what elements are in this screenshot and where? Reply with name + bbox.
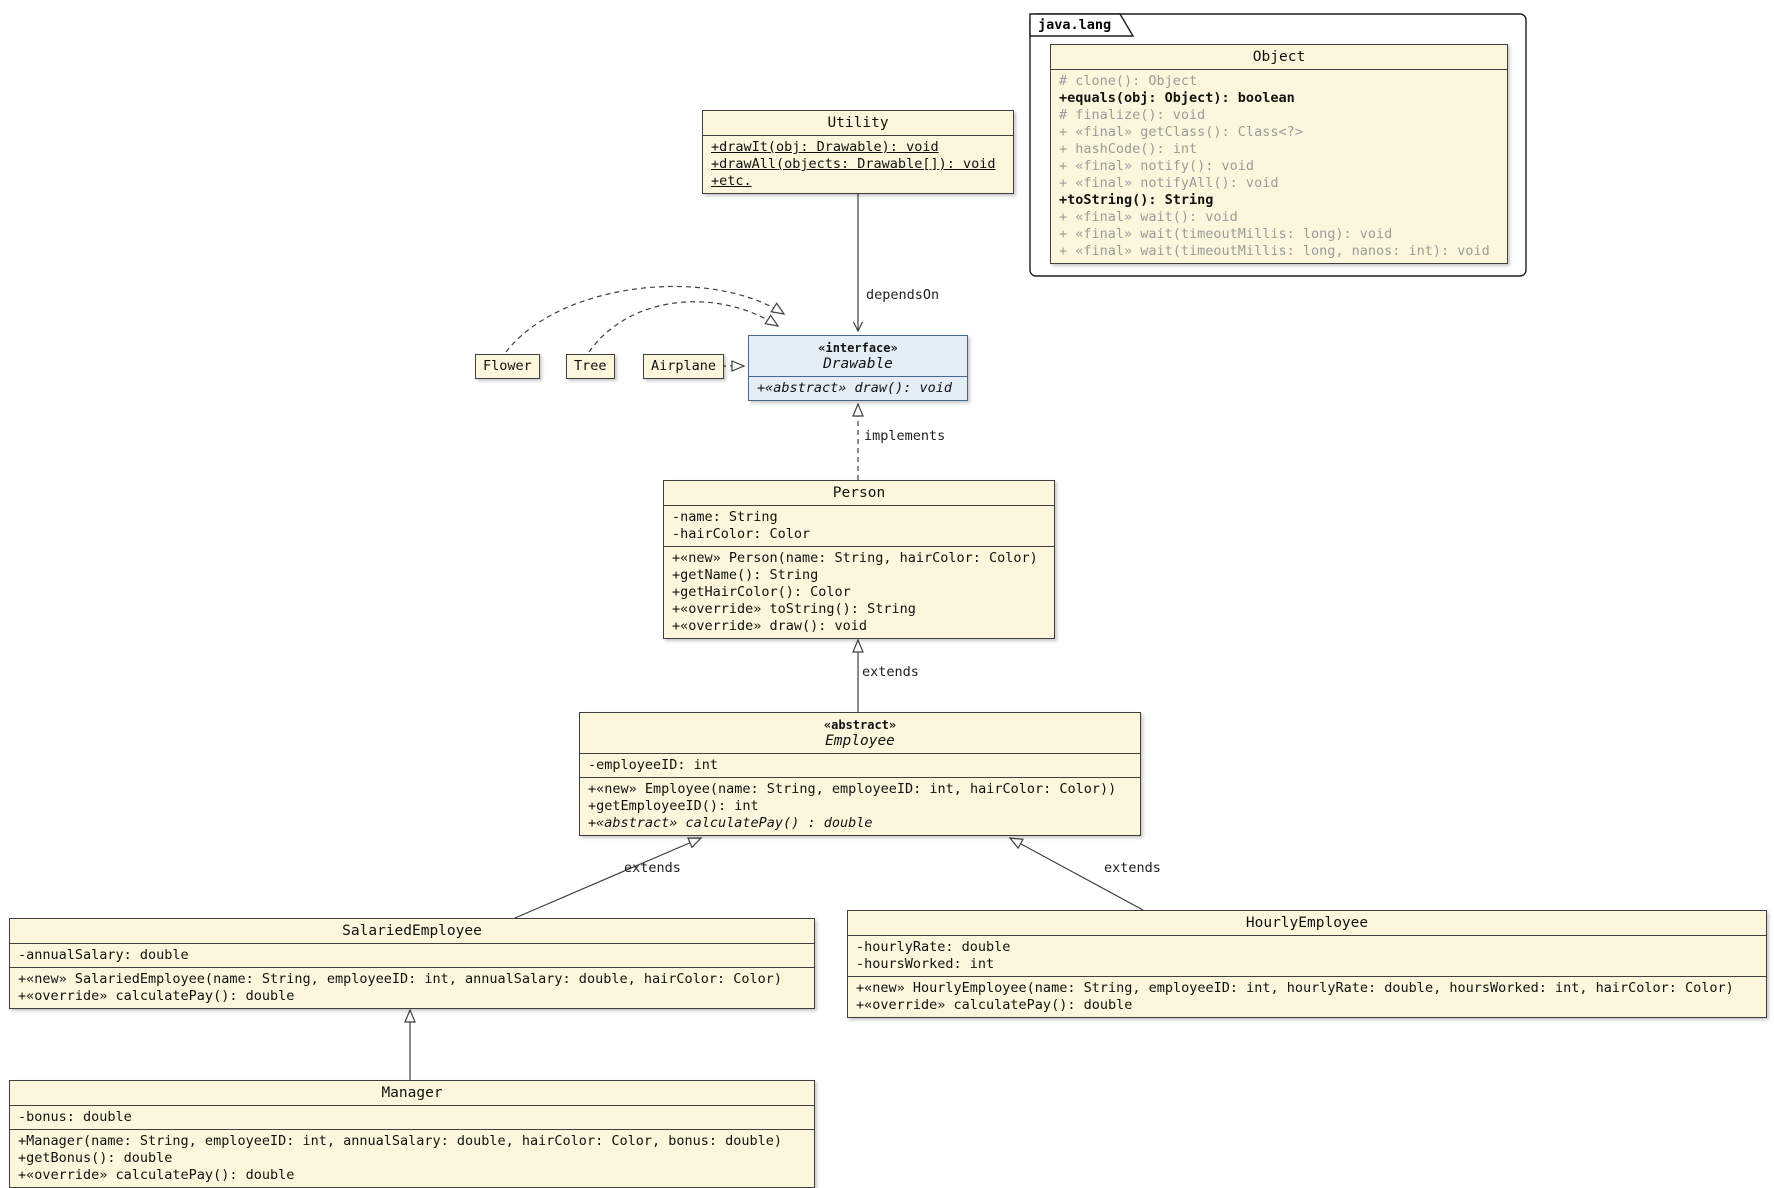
- methods-compartment: +«new» SalariedEmployee(name: String, em…: [10, 967, 814, 1008]
- class-utility: Utility +drawIt(obj: Drawable): void +dr…: [702, 110, 1014, 194]
- member-line: +«new» Employee(name: String, employeeID…: [588, 781, 1117, 797]
- edge-label-depends-on: dependsOn: [866, 287, 940, 303]
- methods-compartment: +Manager(name: String, employeeID: int, …: [10, 1129, 814, 1187]
- member-line: + «final» wait(timeoutMillis: long): voi…: [1059, 226, 1393, 242]
- member-line: +«override» toString(): String: [672, 601, 916, 617]
- member-line: -hairColor: Color: [672, 526, 811, 542]
- member-line: # clone(): Object: [1059, 73, 1198, 89]
- methods-compartment: +«new» Employee(name: String, employeeID…: [580, 777, 1140, 835]
- member-line: + «final» getClass(): Class<?>: [1059, 124, 1303, 140]
- member-line: +«abstract» calculatePay() : double: [588, 815, 873, 831]
- attributes-compartment: -hourlyRate: double -hoursWorked: int: [848, 935, 1766, 976]
- stereotype-label: «interface»: [818, 341, 898, 355]
- attributes-compartment: -annualSalary: double: [10, 943, 814, 967]
- member-line: + «final» notifyAll(): void: [1059, 175, 1279, 191]
- class-hourly-employee: HourlyEmployee -hourlyRate: double -hour…: [847, 910, 1767, 1018]
- package-frame: [1029, 13, 1527, 277]
- member-line: +etc.: [711, 173, 752, 189]
- edge-label-implements: implements: [864, 428, 946, 444]
- realization-flower-drawable: [505, 285, 786, 353]
- methods-compartment: # clone(): Object +equals(obj: Object): …: [1051, 69, 1507, 263]
- member-line: +«new» Person(name: String, hairColor: C…: [672, 550, 1038, 566]
- member-line: +«override» draw(): void: [672, 618, 868, 634]
- member-line: -bonus: double: [18, 1109, 132, 1125]
- edge-label-extends-employee: extends: [862, 664, 919, 680]
- class-employee: «abstract» Employee -employeeID: int +«n…: [579, 712, 1141, 836]
- member-line: -name: String: [672, 509, 778, 525]
- member-line: +«override» calculatePay(): double: [18, 988, 295, 1004]
- class-object: Object # clone(): Object +equals(obj: Ob…: [1050, 44, 1508, 264]
- class-salaried-employee: SalariedEmployee -annualSalary: double +…: [9, 918, 815, 1009]
- member-line: +drawIt(obj: Drawable): void: [711, 139, 939, 155]
- class-title: Manager: [381, 1085, 443, 1101]
- member-line: +«new» SalariedEmployee(name: String, em…: [18, 971, 783, 987]
- methods-compartment: +«new» Person(name: String, hairColor: C…: [664, 546, 1054, 638]
- generalization-salaried-employee: [514, 837, 703, 919]
- member-line: + «final» notify(): void: [1059, 158, 1255, 174]
- class-tree: Tree: [566, 354, 615, 379]
- member-line: +getEmployeeID(): int: [588, 798, 759, 814]
- class-title: Utility: [827, 115, 889, 131]
- member-line: # finalize(): void: [1059, 107, 1206, 123]
- member-line: +toString(): String: [1059, 192, 1214, 208]
- class-manager: Manager -bonus: double +Manager(name: St…: [9, 1080, 815, 1188]
- member-line: +equals(obj: Object): boolean: [1059, 90, 1295, 106]
- member-line: +«override» calculatePay(): double: [18, 1167, 295, 1183]
- class-airplane: Airplane: [643, 354, 725, 379]
- member-line: -annualSalary: double: [18, 947, 189, 963]
- member-line: + «final» wait(): void: [1059, 209, 1238, 225]
- class-person: Person -name: String -hairColor: Color +…: [663, 480, 1055, 639]
- member-line: + «final» wait(timeoutMillis: long, nano…: [1059, 243, 1490, 259]
- member-line: +getName(): String: [672, 567, 819, 583]
- member-line: -hoursWorked: int: [856, 956, 995, 972]
- generalization-hourly-employee: [1008, 837, 1144, 911]
- class-title: Employee: [825, 733, 895, 749]
- realization-tree-drawable: [588, 301, 780, 353]
- package-tab-label: java.lang: [1038, 17, 1112, 33]
- class-flower: Flower: [475, 354, 540, 379]
- methods-compartment: +«abstract» draw(): void: [749, 376, 967, 400]
- member-line: + hashCode(): int: [1059, 141, 1198, 157]
- member-line: -hourlyRate: double: [856, 939, 1011, 955]
- stereotype-label: «abstract»: [823, 718, 897, 732]
- member-line: +«abstract» draw(): void: [757, 380, 953, 396]
- edge-label-extends-hourly: extends: [1104, 860, 1161, 876]
- attributes-compartment: -employeeID: int: [580, 753, 1140, 777]
- class-title: Drawable: [823, 356, 893, 372]
- class-title: HourlyEmployee: [1245, 915, 1369, 931]
- member-line: +«override» calculatePay(): double: [856, 997, 1133, 1013]
- member-line: +Manager(name: String, employeeID: int, …: [18, 1133, 783, 1149]
- class-title: SalariedEmployee: [342, 923, 482, 939]
- class-drawable: «interface» Drawable +«abstract» draw():…: [748, 335, 968, 401]
- member-line: -employeeID: int: [588, 757, 719, 773]
- edge-label-extends-salaried: extends: [624, 860, 681, 876]
- methods-compartment: +«new» HourlyEmployee(name: String, empl…: [848, 976, 1766, 1017]
- methods-compartment: +drawIt(obj: Drawable): void +drawAll(ob…: [703, 135, 1013, 193]
- package-tab: [1029, 13, 1135, 37]
- member-line: +drawAll(objects: Drawable[]): void: [711, 156, 996, 172]
- class-title: Object: [1252, 49, 1306, 65]
- member-line: +getBonus(): double: [18, 1150, 173, 1166]
- member-line: +getHairColor(): Color: [672, 584, 851, 600]
- attributes-compartment: -bonus: double: [10, 1105, 814, 1129]
- member-line: +«new» HourlyEmployee(name: String, empl…: [856, 980, 1734, 996]
- class-title: Person: [832, 485, 886, 501]
- attributes-compartment: -name: String -hairColor: Color: [664, 505, 1054, 546]
